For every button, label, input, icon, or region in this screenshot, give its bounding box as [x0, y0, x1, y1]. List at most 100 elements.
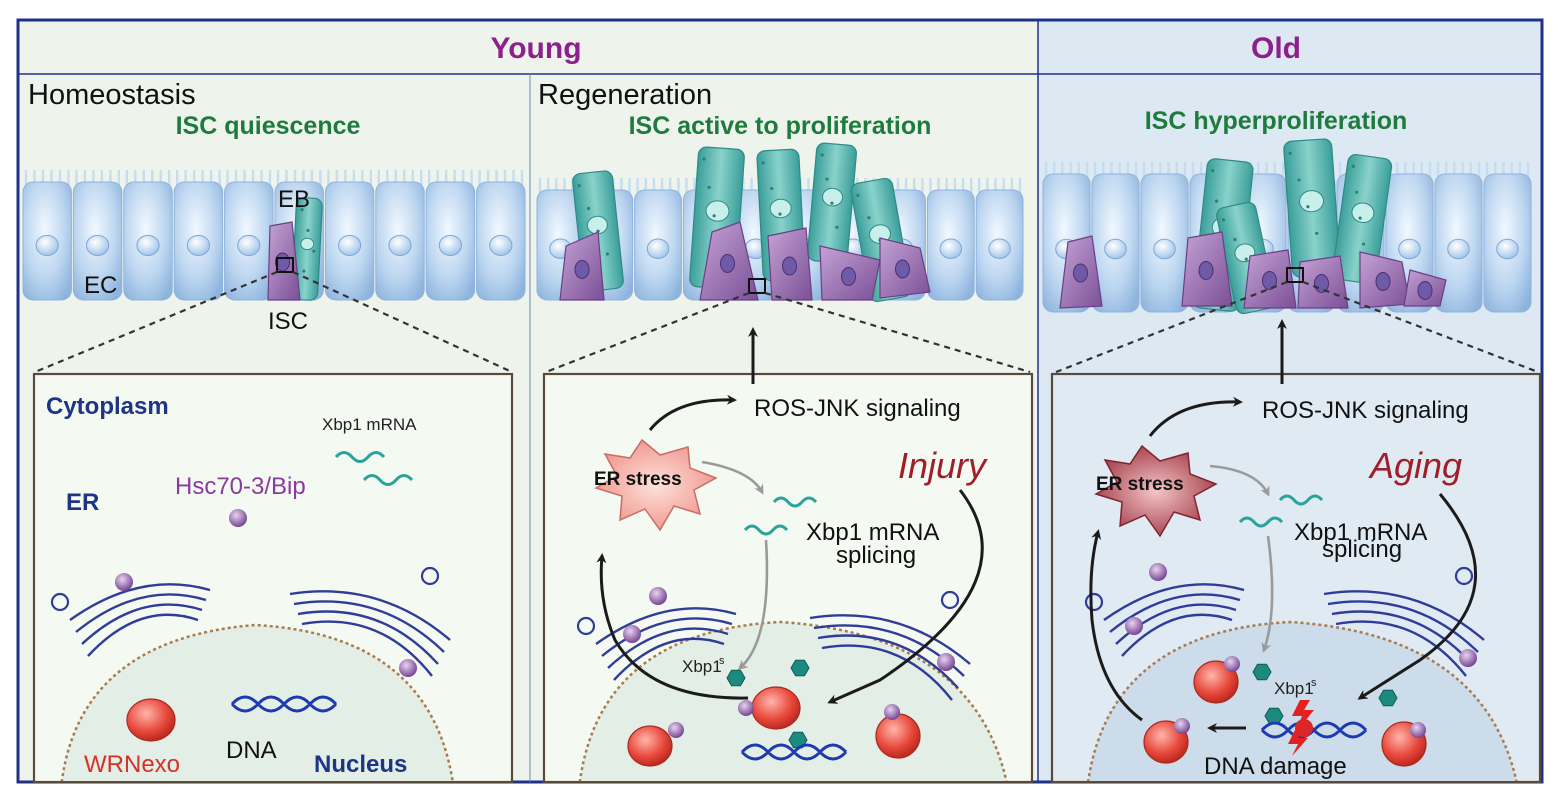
label-xbp1-mrna: Xbp1 mRNA — [322, 415, 417, 434]
label-er: ER — [66, 489, 99, 516]
subtitle-active: ISC active to proliferation — [629, 112, 932, 140]
label-splice-3a: Xbp1 mRNA — [1294, 519, 1427, 546]
granule — [605, 252, 610, 256]
label-ros-jnk-2: ROS-JNK signaling — [754, 395, 961, 422]
mrna-wave-2a — [772, 496, 818, 508]
enteroblast-nucleus — [705, 200, 730, 222]
granule — [778, 212, 782, 216]
label-ec: EC — [84, 272, 117, 299]
enteroblast-nucleus — [1299, 190, 1325, 213]
granule — [830, 201, 834, 205]
granule — [586, 206, 591, 211]
arrow-nucleus-to-stress-2 — [596, 553, 749, 700]
subtitle-hyper: ISC hyperproliferation — [1145, 107, 1408, 135]
er-vesicle — [420, 566, 440, 586]
er-cisterna — [69, 583, 211, 621]
label-xbp1s-3: Xbp1 — [1274, 679, 1314, 698]
wrnexo-protein — [875, 713, 921, 759]
label-xbp1s-sup-3: s — [1311, 677, 1317, 689]
xbp1s-protein — [790, 659, 810, 677]
bip-molecule — [115, 573, 133, 591]
label-nucleus: Nucleus — [314, 751, 407, 778]
dna-helix — [1260, 721, 1368, 739]
er-membranes-1 — [50, 566, 451, 677]
xbp1s-protein — [1264, 707, 1284, 725]
er-cisterna — [1331, 610, 1473, 665]
label-hsc70-bip: Hsc70-3/Bip — [175, 473, 306, 500]
dna-helix — [740, 743, 848, 761]
epithelium-homeostasis — [22, 170, 526, 301]
label-aging: Aging — [1368, 445, 1462, 486]
stem-cell-nucleus — [1262, 271, 1277, 290]
granule — [1211, 168, 1215, 173]
stem-cell-nucleus — [841, 267, 856, 286]
label-splice-3b: splicing — [1322, 536, 1402, 563]
granule — [1297, 178, 1301, 182]
er-stress-star-3 — [1094, 444, 1218, 538]
enterocyte-nucleus — [136, 234, 160, 256]
label-splice-2b: splicing — [836, 542, 916, 569]
header-young: Young — [490, 32, 581, 65]
granule — [761, 161, 765, 165]
enterocyte-nucleus — [1447, 238, 1470, 260]
zoom-box-2 — [748, 278, 766, 294]
granule — [712, 214, 716, 218]
er-cisterna — [87, 613, 199, 657]
wrnexo-protein — [627, 725, 673, 767]
bip-molecule — [738, 700, 754, 716]
er-cisterna — [1103, 583, 1245, 621]
enterocyte-nucleus — [438, 234, 462, 256]
granule — [577, 184, 581, 188]
er-cisterna — [301, 620, 433, 677]
bip-molecule — [1174, 718, 1190, 734]
granule — [702, 157, 706, 161]
enteroblast-nucleus — [300, 237, 315, 251]
enterocyte-nucleus — [86, 234, 110, 256]
granule — [820, 153, 824, 157]
bip-molecule — [399, 659, 417, 677]
enterocyte-nucleus — [186, 234, 210, 256]
er-vesicle — [50, 592, 70, 612]
enterocyte-nucleus — [338, 234, 362, 256]
header-old: Old — [1251, 32, 1301, 65]
er-cisterna — [607, 627, 729, 669]
bip-molecule — [884, 704, 900, 720]
lightning-icon — [1288, 700, 1314, 756]
label-wrnexo: WRNexo — [84, 751, 180, 778]
arrow-stress-to-ros-2 — [648, 394, 737, 431]
er-cisterna — [297, 610, 439, 665]
xbp1s-protein — [726, 669, 746, 687]
er-stress-star-2 — [594, 438, 718, 532]
molecules-2 — [627, 659, 921, 767]
wrnexo-protein — [1193, 660, 1239, 704]
zoom-box-3 — [1286, 267, 1304, 283]
stem-cell-nucleus — [895, 259, 910, 279]
stem-cell-nucleus — [1375, 272, 1391, 291]
granule — [1233, 237, 1237, 242]
granule — [1288, 151, 1292, 155]
er-cisterna — [821, 644, 953, 701]
er-vesicle — [1454, 566, 1474, 586]
bip-molecule — [668, 722, 684, 738]
granule — [769, 186, 774, 191]
enterocyte-nucleus — [988, 238, 1011, 260]
enterocyte-nucleus — [237, 234, 261, 256]
label-dna-damage: DNA damage — [1204, 753, 1347, 780]
granule — [1355, 190, 1359, 194]
granule — [1361, 242, 1366, 246]
bip-molecule — [1410, 722, 1426, 738]
stem-cell-nucleus — [720, 254, 735, 273]
enteroblast — [1331, 153, 1393, 285]
xbp1s-protein — [1378, 689, 1398, 707]
er-cisterna — [613, 637, 725, 681]
arrow-injury-to-nucleus-2 — [827, 489, 984, 704]
er-cisterna — [293, 600, 445, 653]
enterocyte-nucleus — [35, 234, 59, 256]
granule — [835, 225, 839, 229]
er-cisterna — [1109, 593, 1241, 633]
wrnexo-protein — [751, 686, 801, 730]
granule — [1351, 164, 1355, 168]
stem-cell-nucleus — [1073, 263, 1088, 283]
label-er-stress-3: ER stress — [1096, 474, 1184, 495]
